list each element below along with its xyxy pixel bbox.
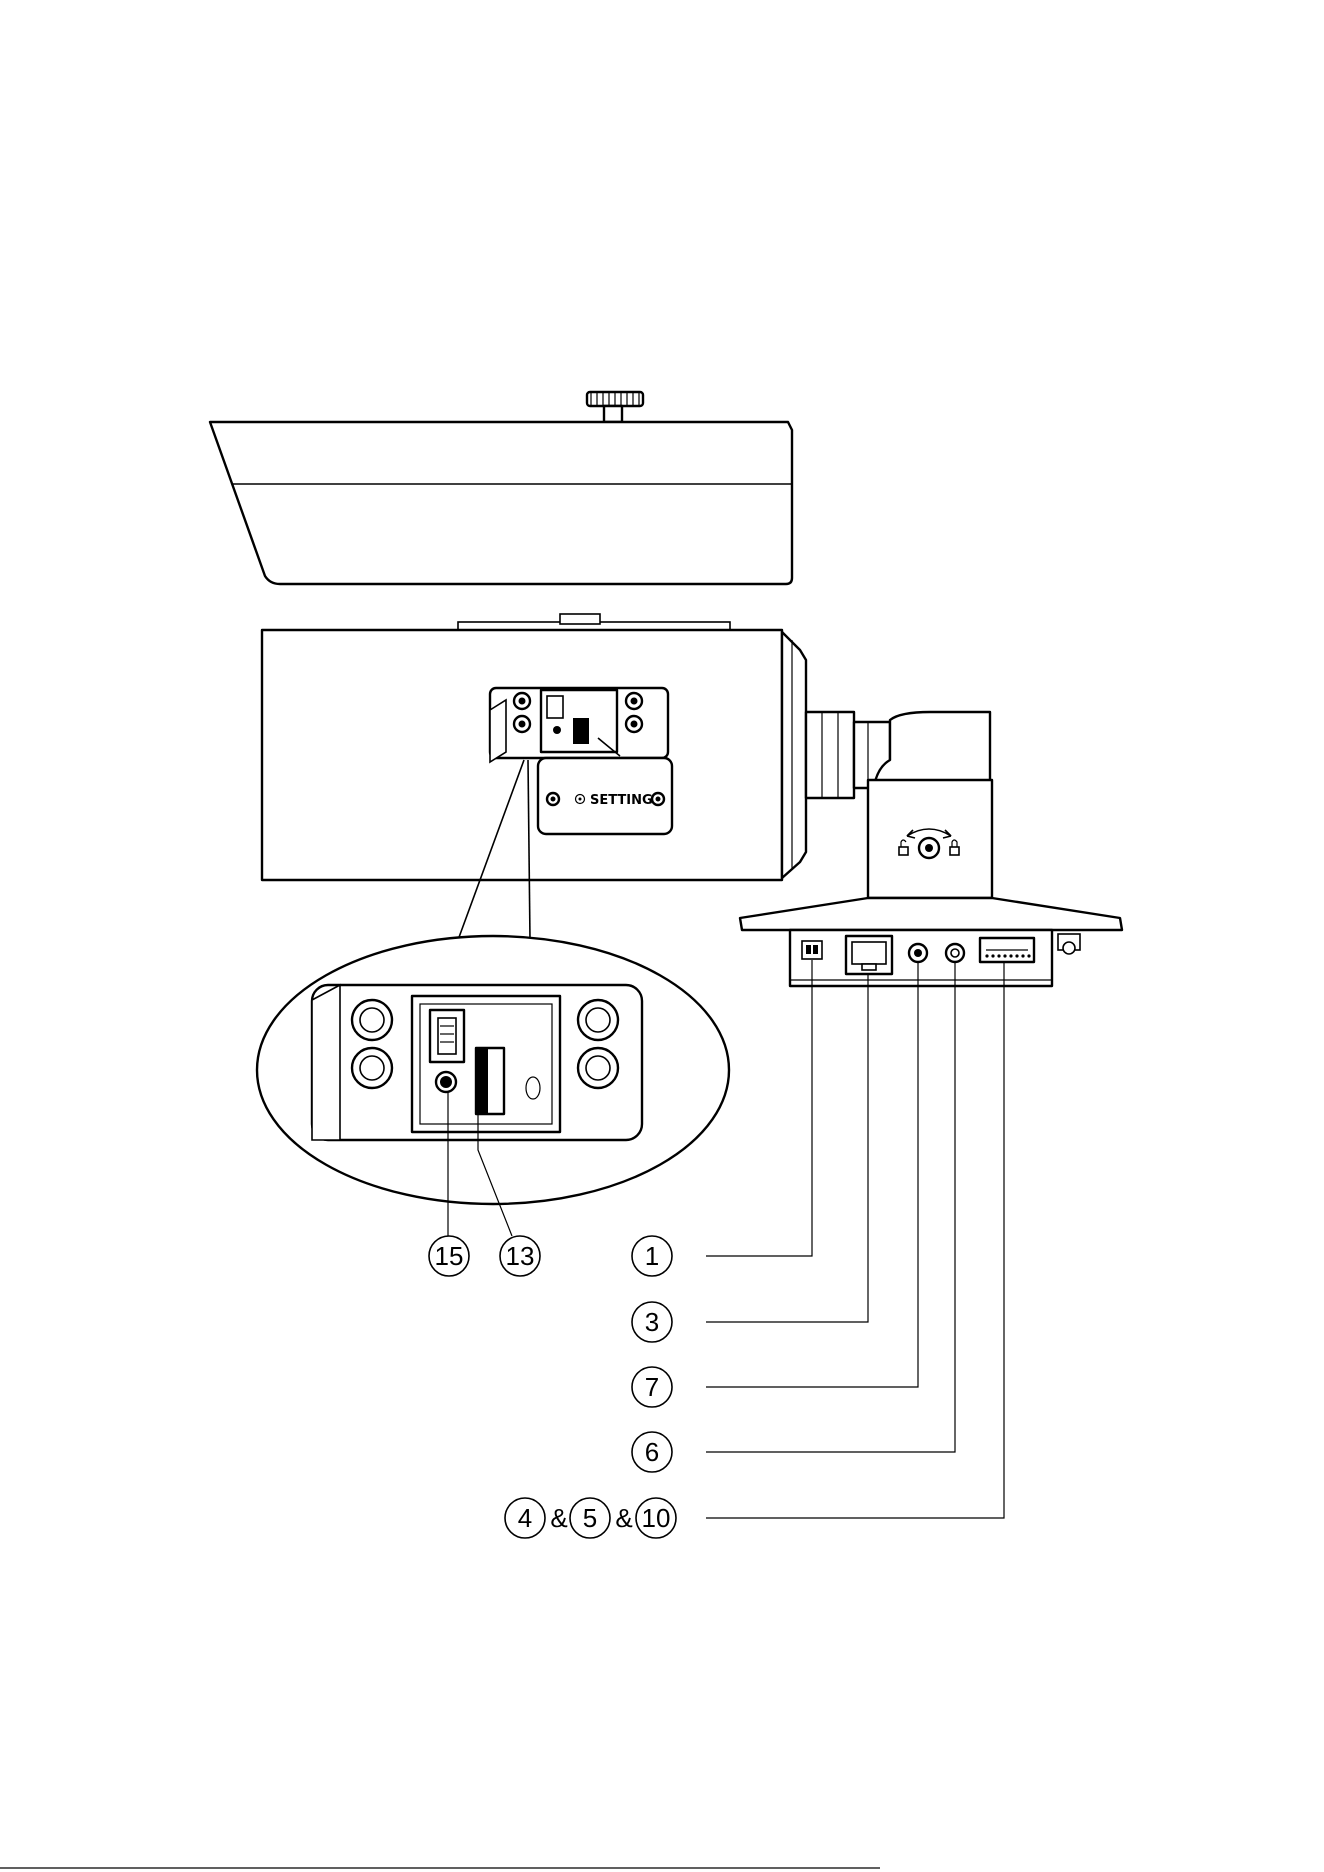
callout-1: 1 <box>632 1236 672 1276</box>
svg-text:7: 7 <box>645 1372 659 1402</box>
sun-shield <box>210 392 792 584</box>
rj45-port <box>846 936 892 974</box>
svg-text:1: 1 <box>645 1241 659 1271</box>
dip-switch <box>802 941 822 959</box>
callout-13: 13 <box>500 1236 540 1276</box>
terminal-block <box>980 938 1034 962</box>
setting-cover: SETTING <box>538 758 672 834</box>
svg-text:13: 13 <box>506 1241 535 1271</box>
camera-body <box>262 614 890 880</box>
callout-7: 7 <box>632 1367 672 1407</box>
svg-text:4: 4 <box>518 1503 532 1533</box>
svg-text:3: 3 <box>645 1307 659 1337</box>
callout-3: 3 <box>632 1302 672 1342</box>
svg-text:10: 10 <box>642 1503 671 1533</box>
svg-text:15: 15 <box>435 1241 464 1271</box>
audio-jack-7 <box>909 944 927 962</box>
callout-6: 6 <box>632 1432 672 1472</box>
svg-text:6: 6 <box>645 1437 659 1467</box>
setting-label: SETTING <box>590 793 653 808</box>
audio-jack-6 <box>946 944 964 962</box>
svg-text:5: 5 <box>583 1503 597 1533</box>
callout-15: 15 <box>429 1236 469 1276</box>
svg-text:&: & <box>615 1503 632 1533</box>
callout-4-5-10: 4 & 5 & 10 <box>505 1498 676 1538</box>
svg-text:&: & <box>550 1503 567 1533</box>
